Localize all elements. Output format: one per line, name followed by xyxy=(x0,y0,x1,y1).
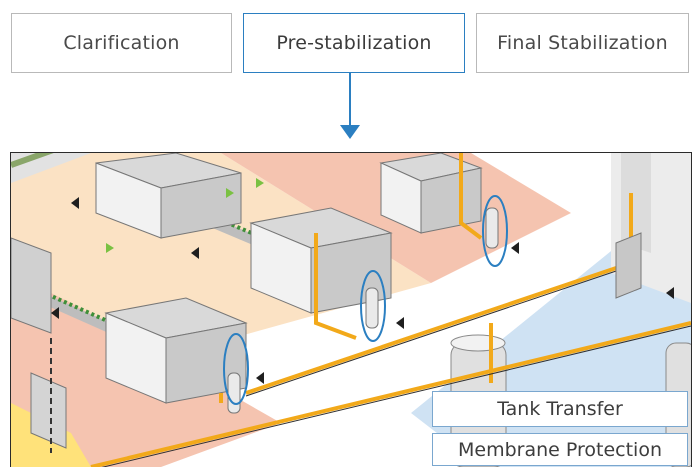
membrane-protection-label[interactable]: Membrane Protection xyxy=(432,433,688,466)
selection-arrow-line xyxy=(349,73,351,128)
green-arrows xyxy=(106,178,264,253)
machine-top-right xyxy=(379,153,483,234)
filter-housing-3 xyxy=(223,333,249,414)
filter-housing-1 xyxy=(482,195,508,267)
selection-arrow-head xyxy=(340,125,360,139)
zone-peach-mid xyxy=(11,173,321,353)
stage-tab-bar: Clarification Pre-stabilization Final St… xyxy=(0,0,699,90)
conveyor-top xyxy=(11,153,91,183)
machine-lower xyxy=(104,297,248,404)
tab-pre-stabilization[interactable]: Pre-stabilization xyxy=(243,13,465,73)
filter-housing-2 xyxy=(360,270,386,342)
machine-top-left xyxy=(95,153,242,239)
tab-final-stabilization[interactable]: Final Stabilization xyxy=(476,13,689,73)
flow-arrows xyxy=(51,197,674,384)
tab-clarification[interactable]: Clarification xyxy=(11,13,232,73)
control-panel xyxy=(30,232,642,449)
process-illustration xyxy=(10,152,692,467)
machine-left-edge xyxy=(11,237,52,334)
pipe-network xyxy=(90,153,691,467)
tank-transfer-label[interactable]: Tank Transfer xyxy=(432,391,688,427)
